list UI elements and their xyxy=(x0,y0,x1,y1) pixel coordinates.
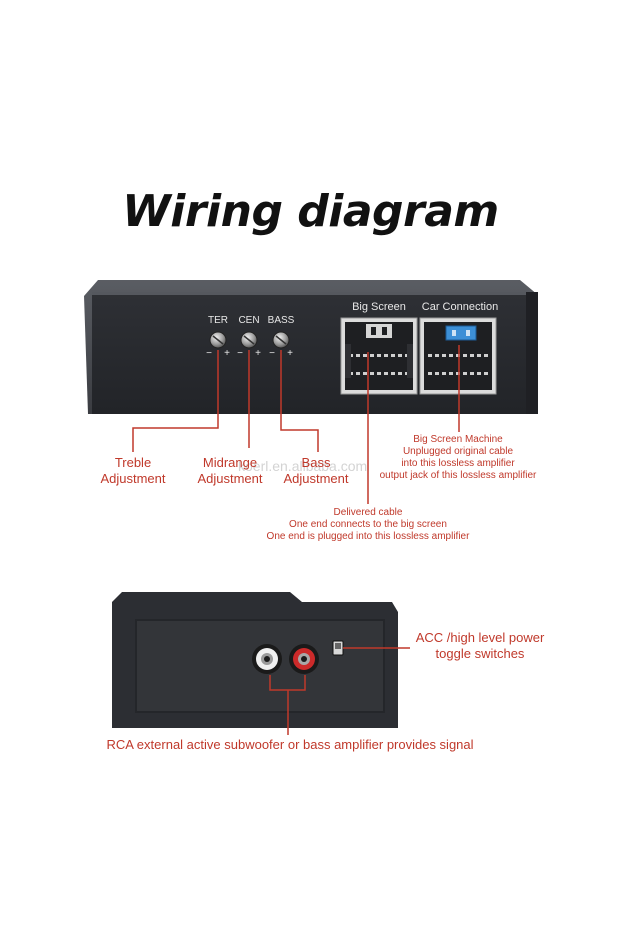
port-label-big-screen: Big Screen xyxy=(352,301,406,313)
bass-leader-line xyxy=(280,350,319,452)
callout-delivered-cable: Delivered cable One end connects to the … xyxy=(266,507,470,542)
knob-minus-cen: − xyxy=(237,348,243,359)
knob-minus-ter: − xyxy=(206,348,212,359)
treble-leader-line xyxy=(132,350,219,452)
port-label-car-connection: Car Connection xyxy=(421,301,499,313)
callout-lines-bottom xyxy=(269,647,410,735)
knob-bass[interactable] xyxy=(272,331,290,349)
knob-treble[interactable] xyxy=(209,331,227,349)
knob-plus-cen: + xyxy=(255,348,261,359)
knob-plus-bass: + xyxy=(287,348,293,359)
rca-jack-white[interactable] xyxy=(252,644,282,674)
knob-midrange[interactable] xyxy=(240,331,258,349)
acc-toggle-switch[interactable] xyxy=(332,640,344,656)
knob-label-bass: BASS xyxy=(267,315,295,326)
fuse-icon xyxy=(445,325,477,341)
knob-label-ter: TER xyxy=(208,315,228,326)
rca-jack-red[interactable] xyxy=(289,644,319,674)
big-screen-pins xyxy=(345,344,413,378)
diagram-title: Wiring diagram xyxy=(122,186,499,237)
car-connection-pins xyxy=(428,354,488,375)
watermark-text: koerl.en.alibaba.com xyxy=(238,458,368,474)
knob-minus-bass: − xyxy=(269,348,275,359)
knob-plus-ter: + xyxy=(224,348,230,359)
callout-big-screen-machine: Big Screen Machine Unplugged original ca… xyxy=(379,434,537,481)
knob-label-cen: CEN xyxy=(238,315,260,326)
callout-lines-top xyxy=(132,345,460,504)
callout-rca: RCA external active subwoofer or bass am… xyxy=(106,737,474,752)
